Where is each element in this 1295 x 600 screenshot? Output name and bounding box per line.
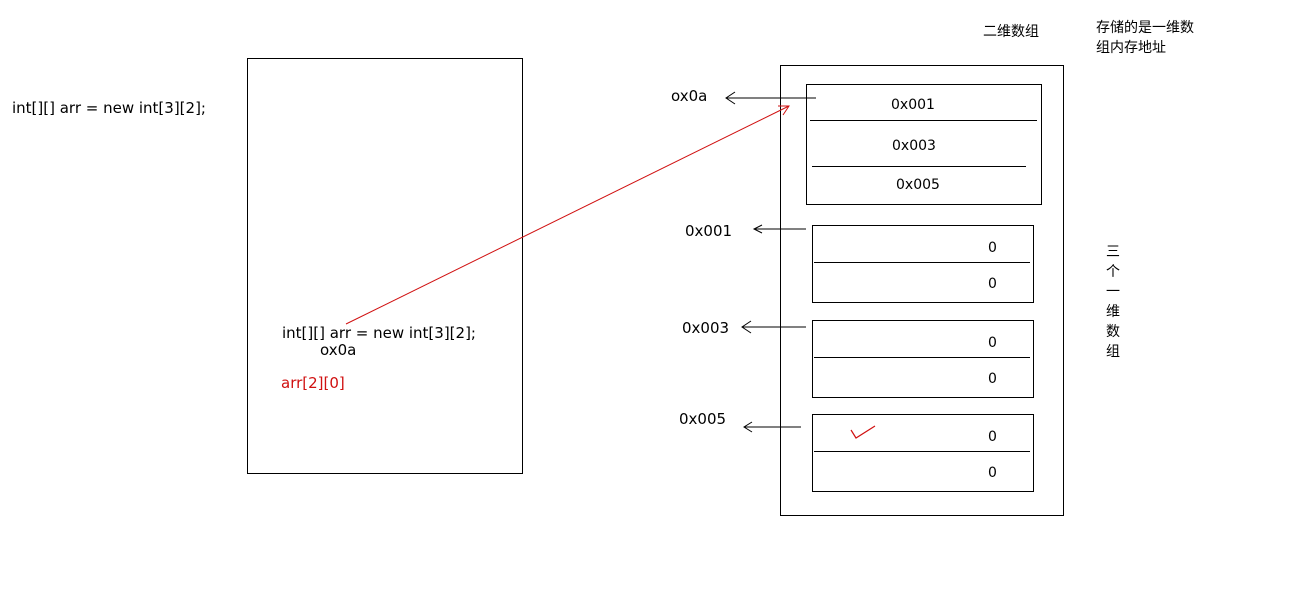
stack-address-text: ox0a [320, 341, 357, 359]
access-expression-text: arr[2][0] [281, 374, 345, 392]
outer-cell-0: 0x001 [891, 97, 935, 113]
outer-array-box [806, 84, 1042, 205]
inner-array-1-cell-1: 0 [988, 276, 997, 292]
inner-array-2-divider [814, 357, 1030, 358]
side-note-vertical: 三个一维数组 [1106, 244, 1120, 360]
stack-frame-box [247, 58, 523, 474]
inner-array-1-cell-0: 0 [988, 240, 997, 256]
inner-array-3-cell-1: 0 [988, 465, 997, 481]
inner-array-3-address-label: 0x005 [679, 410, 727, 428]
heap-title: 二维数组 [983, 24, 1039, 40]
inner-array-2-address-label: 0x003 [682, 319, 730, 337]
inner-array-1-address-label: 0x001 [685, 222, 733, 240]
reference-arrow [345, 105, 790, 325]
inner-array-2-cell-0: 0 [988, 335, 997, 351]
inner-2-address-arrow [741, 320, 806, 334]
outer-cell-1: 0x003 [892, 138, 936, 154]
inner-array-box-1 [812, 225, 1034, 303]
inner-array-2-cell-1: 0 [988, 371, 997, 387]
inner-array-box-2 [812, 320, 1034, 398]
inner-array-3-divider [814, 451, 1030, 452]
heap-note-line1: 存储的是一维数 [1096, 20, 1194, 36]
stack-code-text: int[][] arr = new int[3][2]; [282, 324, 476, 342]
outer-address-arrow [725, 91, 816, 105]
inner-1-address-arrow [752, 224, 806, 234]
outer-array-divider-2 [812, 166, 1026, 167]
inner-array-1-divider [814, 262, 1030, 263]
outer-array-address-label: ox0a [671, 87, 708, 105]
checkmark-icon [850, 425, 876, 439]
inner-array-3-cell-0: 0 [988, 429, 997, 445]
outer-array-divider-1 [810, 120, 1037, 121]
heap-box [780, 65, 1064, 516]
heap-note-line2: 组内存地址 [1096, 40, 1166, 56]
inner-3-address-arrow [743, 421, 801, 433]
outer-cell-2: 0x005 [896, 177, 940, 193]
left-code-text: int[][] arr = new int[3][2]; [12, 99, 206, 117]
inner-array-box-3 [812, 414, 1034, 492]
